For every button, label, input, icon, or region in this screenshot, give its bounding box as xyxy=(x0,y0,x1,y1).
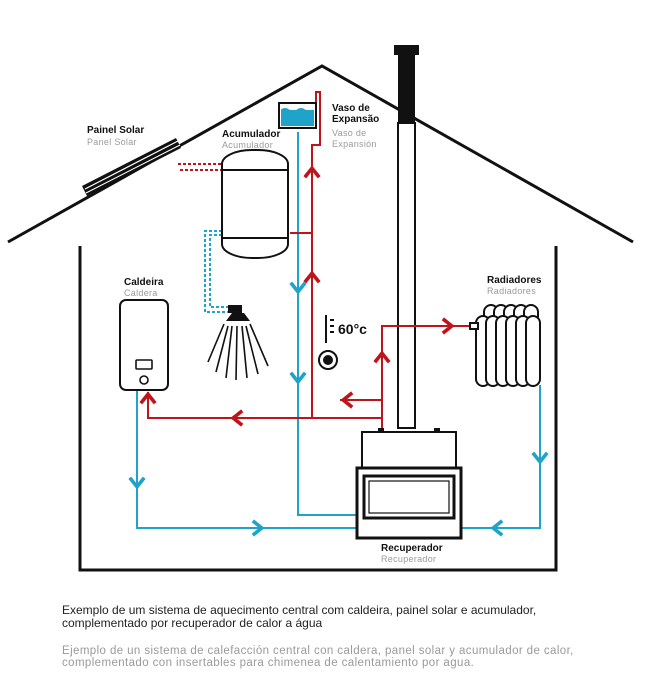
vessel-label-pt-1: Vaso de xyxy=(332,103,370,114)
accumulator-tank xyxy=(221,149,289,259)
vessel-label-es-2: Expansión xyxy=(332,139,377,149)
caption-es-line-1: Ejemplo de un sistema de calefacción cen… xyxy=(62,645,574,657)
radiators-label-pt: Radiadores xyxy=(487,275,542,286)
boiler-label-es: Caldera xyxy=(124,288,158,298)
shower xyxy=(207,305,269,381)
vessel-label-pt-2: Expansão xyxy=(332,114,379,125)
hot-pipes xyxy=(139,91,478,432)
boiler-label-pt: Caldeira xyxy=(124,277,164,288)
accumulator-label-es: Acumulador xyxy=(222,140,273,150)
component-labels: Painel Solar Panel Solar Acumulador Acum… xyxy=(87,103,542,564)
caption-portuguese: Exemplo de um sistema de aquecimento cen… xyxy=(62,604,622,630)
recuperator xyxy=(355,428,463,540)
accumulator-label-pt: Acumulador xyxy=(222,129,280,140)
temperature-label: 60°c xyxy=(338,321,367,337)
expansion-vessel xyxy=(278,102,317,129)
caption-pt-line-2: complementado por recuperador de calor a… xyxy=(62,616,323,630)
chimney xyxy=(394,45,419,429)
caption-spanish: Ejemplo de un sistema de calefacción cen… xyxy=(62,645,622,669)
recuperator-label-es: Recuperador xyxy=(381,554,436,564)
thermometer-icon xyxy=(318,315,338,370)
cold-pipes xyxy=(128,132,549,537)
panel-label-pt: Painel Solar xyxy=(87,125,144,136)
solar-panel xyxy=(82,138,181,196)
caption-es-line-2: complementado con insertables para chime… xyxy=(62,657,475,669)
boiler xyxy=(119,299,169,391)
radiators xyxy=(469,304,541,387)
radiators-label-es: Radiadores xyxy=(487,286,536,296)
panel-label-es: Panel Solar xyxy=(87,137,137,147)
recuperator-label-pt: Recuperador xyxy=(381,543,443,554)
vessel-label-es-1: Vaso de xyxy=(332,128,366,138)
house-outline xyxy=(7,64,634,572)
caption-pt-line-1: Exemplo de um sistema de aquecimento cen… xyxy=(62,603,537,617)
